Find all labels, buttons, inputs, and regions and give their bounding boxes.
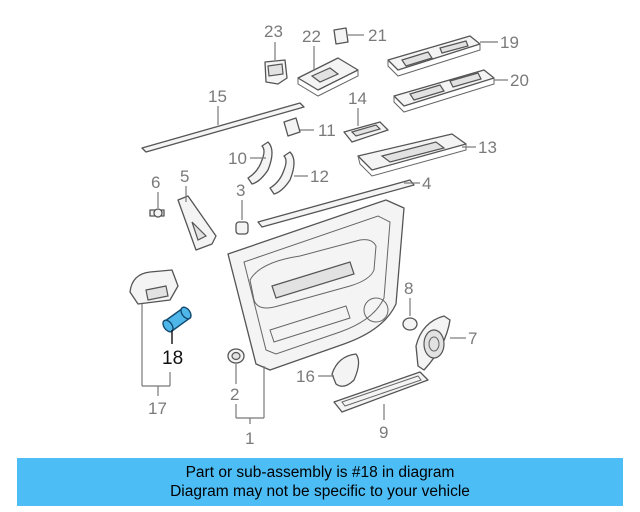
door-trim-panel[interactable] — [227, 199, 405, 371]
part-20-switch-panel[interactable] — [393, 69, 495, 113]
part-23-switch-knob[interactable] — [264, 59, 288, 85]
part-22-mirror-switch[interactable] — [297, 57, 359, 97]
callout-11: 11 — [318, 121, 336, 140]
callout-3: 3 — [236, 181, 245, 200]
banner-line-2: Diagram may not be specific to your vehi… — [170, 483, 470, 500]
parts-diagram: 23 22 21 19 20 15 14 — [129, 22, 529, 448]
callout-4: 4 — [422, 174, 431, 193]
part-7-speaker[interactable] — [415, 315, 451, 371]
part-15-weatherstrip[interactable] — [141, 102, 305, 153]
callout-18: 18 — [162, 348, 183, 369]
callout-21: 21 — [368, 26, 387, 45]
part-4-window-strip[interactable] — [257, 179, 415, 228]
callout-9: 9 — [379, 423, 388, 442]
callout-10: 10 — [228, 149, 247, 168]
part-19-switch-bezel[interactable] — [387, 35, 481, 77]
callout-14: 14 — [348, 89, 367, 108]
part-9-map-pocket[interactable] — [333, 371, 429, 413]
part-11-clip[interactable] — [283, 117, 301, 137]
callout-23: 23 — [264, 22, 283, 41]
callout-8: 8 — [404, 279, 413, 298]
callout-5: 5 — [180, 167, 189, 186]
callout-19: 19 — [500, 33, 519, 52]
callout-7: 7 — [468, 329, 477, 348]
part-2-grommet[interactable] — [227, 348, 245, 364]
banner-line-1: Part or sub-assembly is #18 in diagram — [185, 464, 455, 481]
part-16-reflector[interactable] — [331, 353, 360, 387]
callout-20: 20 — [510, 71, 529, 90]
part-6-screw[interactable] — [149, 208, 165, 218]
info-banner: Part or sub-assembly is #18 in diagram D… — [17, 458, 623, 506]
callout-13: 13 — [478, 138, 497, 157]
callout-22: 22 — [302, 27, 321, 46]
part-5-corner-trim[interactable] — [177, 195, 217, 251]
callout-15: 15 — [208, 87, 227, 106]
callout-12: 12 — [310, 167, 329, 186]
part-18-lock-cylinder[interactable] — [161, 305, 193, 333]
callout-2: 2 — [230, 385, 239, 404]
part-21-clip[interactable] — [333, 27, 349, 45]
part-12-handle-cover[interactable] — [269, 151, 295, 195]
part-10-pull-handle[interactable] — [247, 141, 273, 185]
callout-6: 6 — [151, 173, 160, 192]
part-3-clip[interactable] — [235, 221, 249, 235]
callout-16: 16 — [296, 367, 315, 386]
callout-17: 17 — [148, 399, 167, 418]
part-8-grommet[interactable] — [402, 317, 418, 331]
part-13-armrest[interactable] — [357, 133, 467, 177]
callout-1: 1 — [245, 429, 254, 448]
part-14-switch[interactable] — [343, 121, 389, 143]
part-17-lock-housing[interactable] — [129, 269, 179, 305]
